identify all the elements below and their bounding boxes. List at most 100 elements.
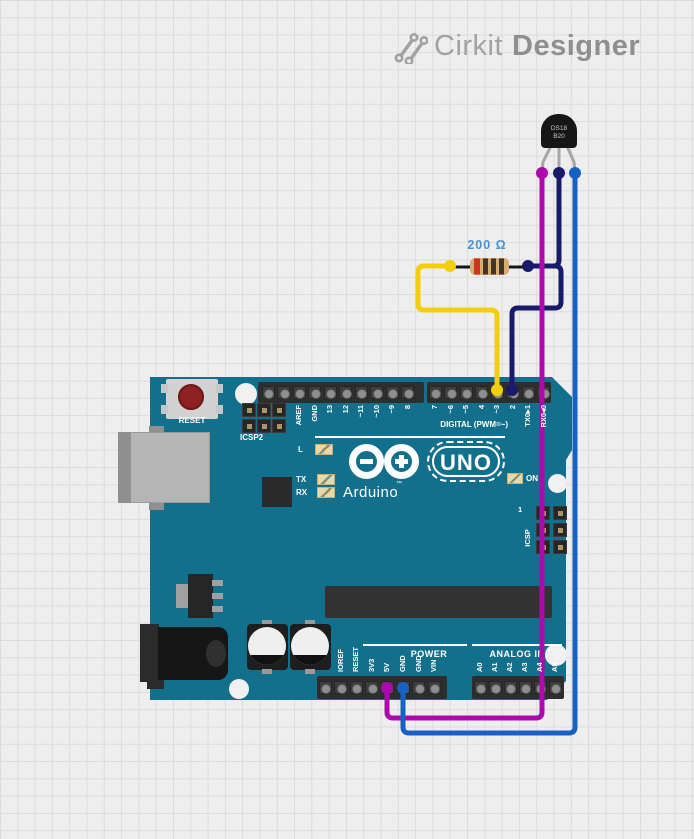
icsp2-pin[interactable]	[272, 403, 286, 417]
analog-silk-line	[472, 644, 562, 646]
capacitor-tab	[305, 620, 315, 625]
digital-right-pin[interactable]	[444, 386, 457, 399]
led-tx-label: TX	[296, 475, 307, 484]
analog-silk-text: ANALOG IN	[489, 649, 545, 659]
regulator-leg	[212, 606, 223, 612]
power-pin-label: VIN	[429, 659, 439, 672]
power-pin[interactable]	[334, 681, 348, 694]
power-pin-label: RESET	[351, 646, 361, 672]
digital-left-pin-label: AREF	[294, 405, 303, 426]
icsp-pin1-label: 1	[518, 505, 523, 514]
digital-right-pin-label: RX0◂0	[538, 405, 548, 428]
digital-left-pin-label: ~11	[356, 405, 365, 418]
digital-right-pin[interactable]	[475, 386, 488, 399]
arduino-brand-text: Arduino	[343, 484, 399, 501]
digital-left-pin[interactable]	[277, 386, 290, 399]
power-pin[interactable]	[349, 681, 363, 694]
icsp-pin[interactable]	[553, 523, 567, 537]
digital-left-header[interactable]	[258, 382, 424, 403]
power-pin[interactable]	[427, 681, 441, 694]
digital-left-pin[interactable]	[292, 386, 306, 399]
regulator-tab	[176, 584, 188, 608]
digital-left-pin[interactable]	[308, 386, 321, 399]
digital-left-pin-label: 8	[402, 405, 412, 410]
plus-glyph	[399, 455, 404, 468]
digital-left-pin[interactable]	[261, 386, 275, 399]
digital-right-pin[interactable]	[459, 386, 473, 399]
resistor-200ohm[interactable]	[470, 258, 509, 275]
voltage-regulator[interactable]	[188, 574, 213, 618]
analog-pin-label: A1	[490, 662, 499, 672]
usb-tab	[149, 500, 164, 510]
analog-pin-label: A3	[520, 662, 529, 672]
ds18b20-sensor[interactable]: DS18 B20	[541, 114, 577, 148]
digital-left-pin[interactable]	[339, 386, 352, 399]
digital-left-pin[interactable]	[323, 386, 337, 399]
analog-pin[interactable]	[503, 681, 517, 694]
uno-badge: UNO	[427, 441, 505, 482]
power-pin[interactable]	[412, 681, 426, 694]
capacitor-tab	[305, 669, 315, 674]
icsp2-label: ICSP2	[240, 433, 264, 442]
reset-button[interactable]	[178, 384, 204, 410]
analog-pin-label: A0	[475, 662, 484, 672]
usb-connector[interactable]	[118, 432, 210, 503]
mounting-hole	[235, 383, 257, 405]
arduino-logo-minus-ring	[349, 444, 384, 479]
wire-navy-resistor-to-d2[interactable]	[509, 263, 564, 393]
digital-left-pin[interactable]	[401, 386, 414, 399]
digital-right-pin-label: 7	[430, 405, 439, 410]
power-pin-label: GND	[398, 655, 407, 672]
icsp2-pin[interactable]	[242, 403, 256, 417]
wire-yellow-resistor-to-d3[interactable]	[415, 263, 500, 393]
mounting-hole	[548, 474, 567, 493]
led-rx	[317, 487, 335, 498]
analog-pin[interactable]	[548, 681, 562, 694]
icsp-pin[interactable]	[553, 506, 567, 520]
led-l-label: L	[298, 445, 303, 454]
digital-right-pin-label: TX0▸1	[523, 405, 532, 427]
analog-pin-label: A5	[550, 662, 559, 672]
digital-left-pin[interactable]	[385, 386, 399, 399]
icsp-pin[interactable]	[553, 540, 567, 554]
power-pin[interactable]	[365, 681, 379, 694]
digital-right-pin[interactable]	[428, 386, 442, 399]
usb-interface-chip[interactable]	[262, 477, 292, 507]
power-jack[interactable]	[140, 624, 159, 682]
capacitor-top	[248, 627, 286, 665]
icsp2-pin[interactable]	[257, 419, 271, 433]
wire-magenta-sensor-vdd-to-5v[interactable]	[384, 170, 545, 721]
wire-endpoints[interactable]	[381, 167, 581, 694]
sensor-label-line2: B20	[553, 132, 565, 140]
power-pin[interactable]	[318, 681, 332, 694]
icsp2-pin[interactable]	[257, 403, 271, 417]
digital-right-pin-label: ~3	[492, 405, 501, 414]
digital-silk-line	[315, 436, 505, 438]
usb-connector-edge	[118, 432, 131, 503]
digital-left-pin-label: ~9	[387, 405, 396, 414]
cirkit-logo-icon	[394, 33, 428, 64]
atmega-chip[interactable]	[325, 586, 552, 618]
mounting-hole	[229, 679, 249, 699]
capacitor-top	[291, 627, 329, 665]
uno-name: UNO	[432, 446, 500, 477]
wire-blue-sensor-gnd-to-gnd[interactable]	[400, 170, 578, 736]
icsp2-pin[interactable]	[242, 419, 256, 433]
led-on	[507, 473, 523, 484]
digital-right-pin[interactable]	[521, 386, 535, 399]
power-pin-label: 3V3	[366, 658, 376, 672]
brand-designer: Designer	[512, 29, 641, 62]
digital-left-pin[interactable]	[354, 386, 368, 399]
icsp2-pin[interactable]	[272, 419, 286, 433]
analog-pin[interactable]	[518, 681, 532, 694]
power-pin-label: 5V	[382, 662, 392, 672]
power-jack-tab	[147, 680, 164, 689]
analog-pin[interactable]	[488, 681, 502, 694]
analog-pin-label: A2	[505, 662, 514, 672]
analog-pin[interactable]	[473, 681, 487, 694]
digital-left-pin[interactable]	[370, 386, 383, 399]
analog-pin-label: A4	[535, 662, 544, 672]
digital-right-pin-label: ~6	[445, 405, 455, 414]
